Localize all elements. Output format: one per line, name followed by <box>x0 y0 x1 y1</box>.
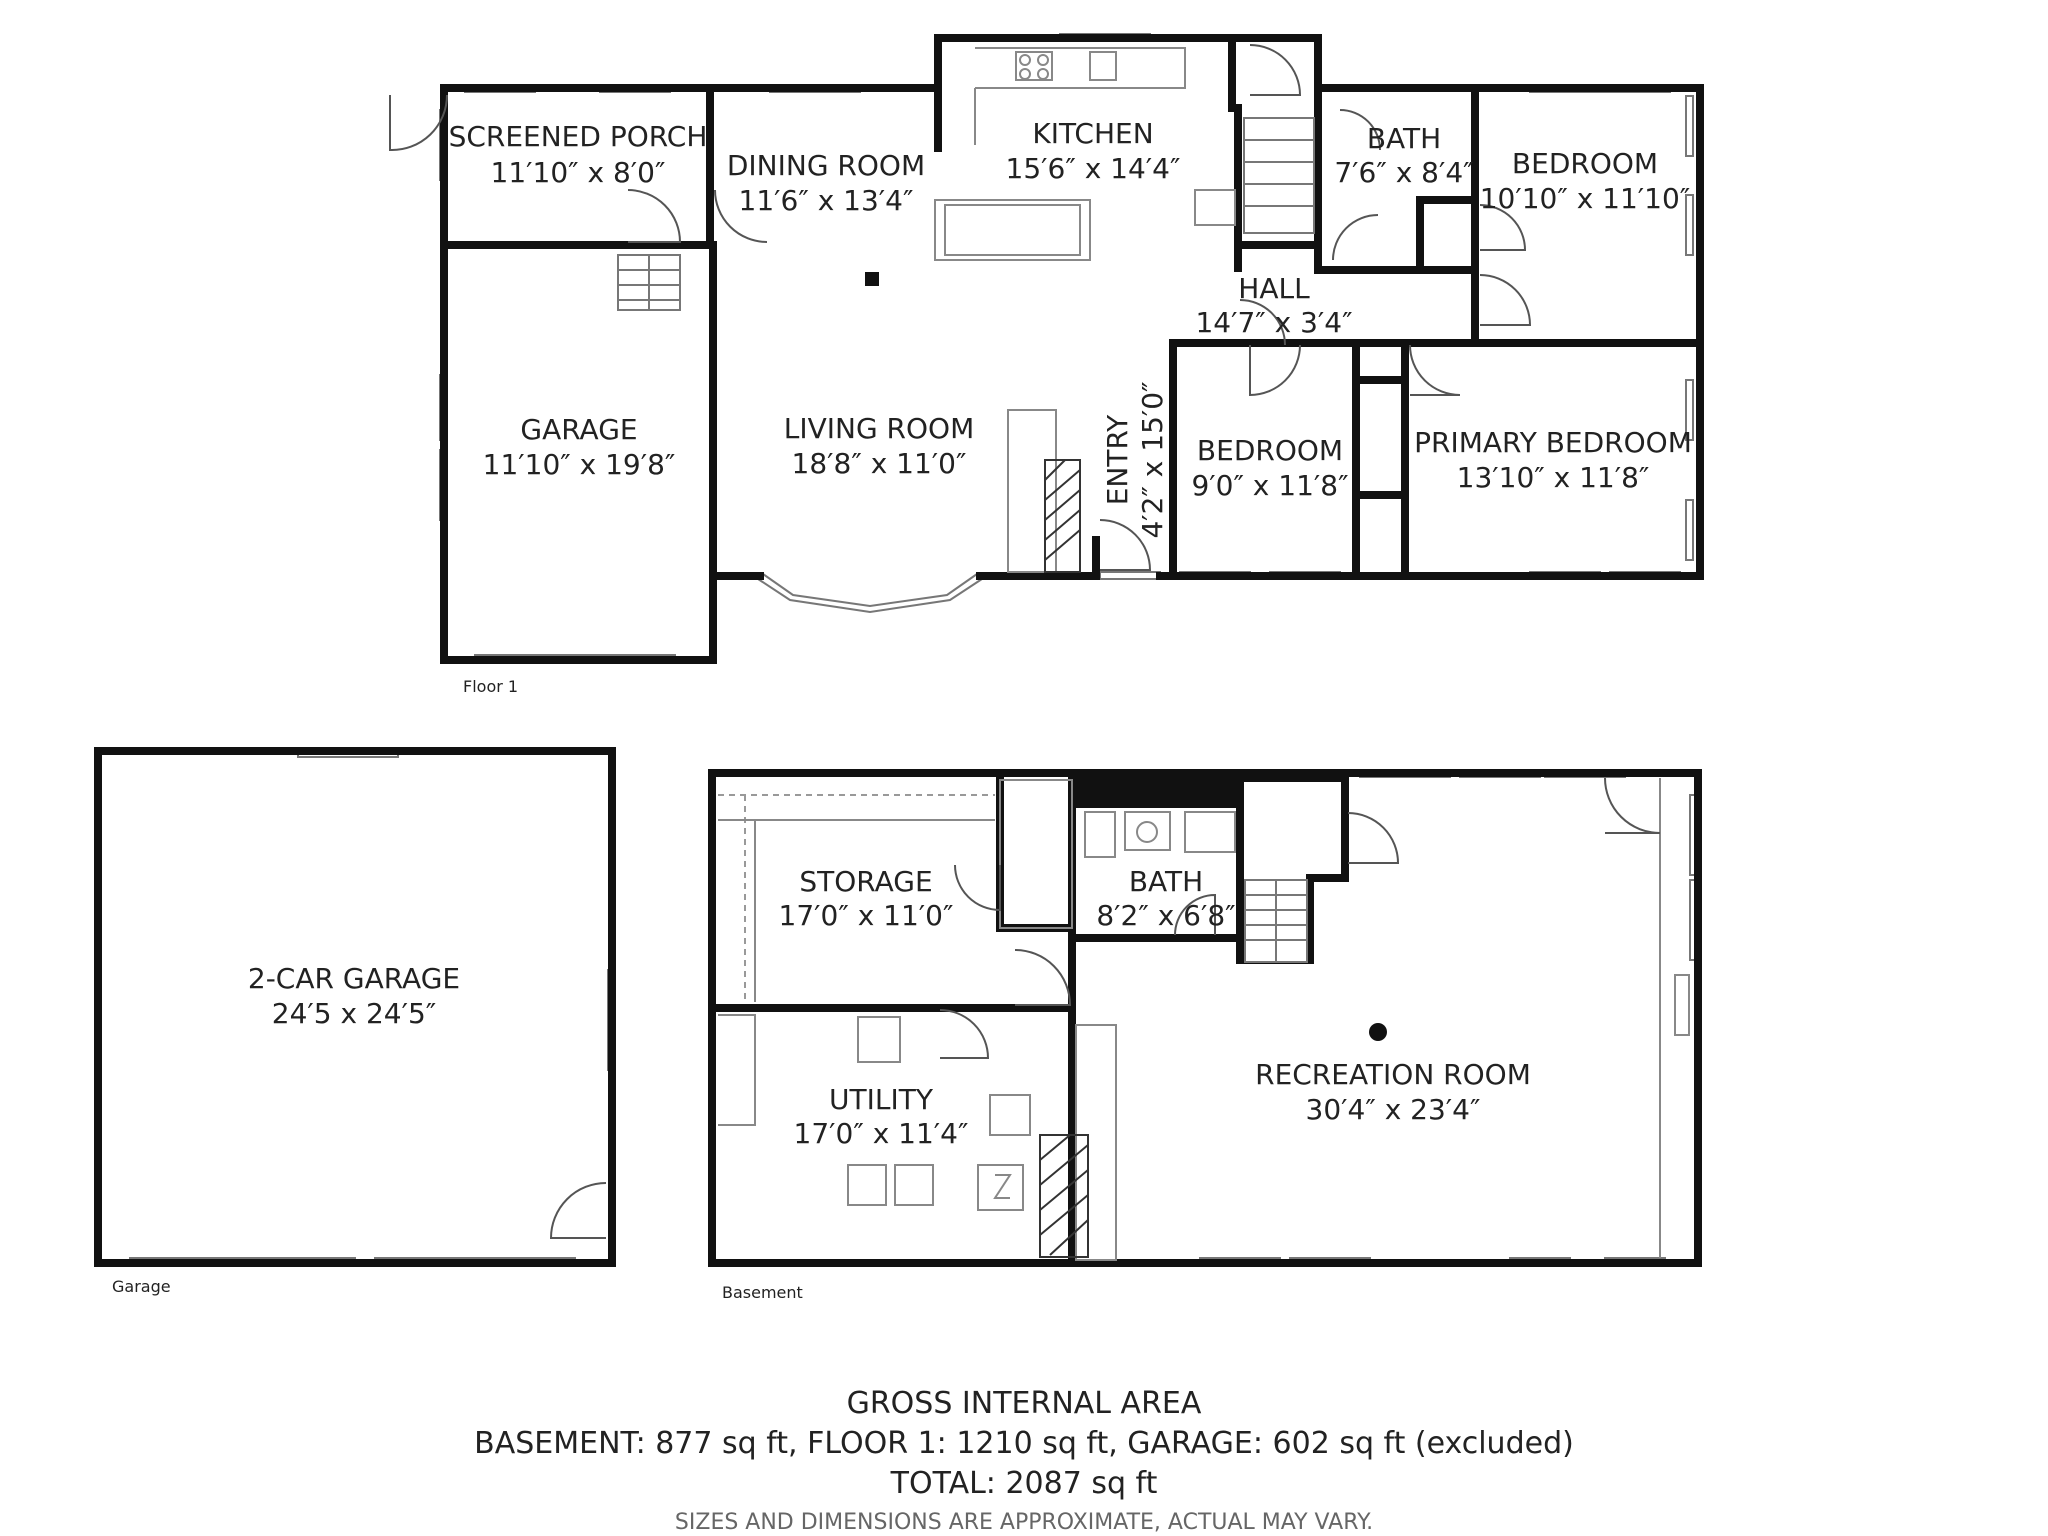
room-name-kitchen: KITCHEN <box>1032 117 1153 150</box>
room-dim-bedroom-mid: 9′0″ x 11′8″ <box>1191 469 1348 502</box>
room-name-bath-upper: BATH <box>1367 122 1441 155</box>
gross-area-title: GROSS INTERNAL AREA <box>846 1386 1202 1421</box>
room-dim-primary-bedroom: 13′10″ x 11′8″ <box>1457 461 1650 494</box>
floor1-walls <box>440 34 1704 664</box>
room-dim-recreation-room: 30′4″ x 23′4″ <box>1306 1093 1481 1126</box>
room-dim-dining-room: 11′6″ x 13′4″ <box>739 184 914 217</box>
room-dim-storage: 17′0″ x 11′0″ <box>779 899 954 932</box>
room-name-primary-bedroom: PRIMARY BEDROOM <box>1414 426 1692 459</box>
kitchen-counters <box>865 47 1236 286</box>
room-dim-utility: 17′0″ x 11′4″ <box>794 1117 969 1150</box>
disclaimer-note: SIZES AND DIMENSIONS ARE APPROXIMATE, AC… <box>674 1510 1374 1535</box>
room-dim-garage: 11′10″ x 19′8″ <box>483 448 676 481</box>
room-name-entry: ENTRY <box>1101 414 1134 505</box>
floor-label-garage: Garage <box>112 1277 171 1296</box>
basement-doors <box>939 777 1661 1059</box>
room-name-hall: HALL <box>1238 272 1310 305</box>
gross-area-total: TOTAL: 2087 sq ft <box>890 1466 1158 1501</box>
gross-area-breakdown: BASEMENT: 877 sq ft, FLOOR 1: 1210 sq ft… <box>474 1426 1574 1461</box>
room-dim-screened-porch: 11′10″ x 8′0″ <box>491 156 666 189</box>
basement-plan: STORAGE 17′0″ x 11′0″ BATH 8′2″ x 6′8″ U… <box>708 769 1702 1302</box>
room-name-storage: STORAGE <box>799 865 932 898</box>
floor1-stairs <box>617 117 1315 311</box>
floor-label-floor1: Floor 1 <box>463 677 518 696</box>
basement-fixtures <box>718 778 1690 1261</box>
floor1-fireplace <box>1007 409 1081 573</box>
room-dim-hall: 14′7″ x 3′4″ <box>1195 306 1352 339</box>
room-name-two-car-garage: 2-CAR GARAGE <box>248 962 460 995</box>
room-dim-entry: 4′2″ x 15′0″ <box>1136 381 1169 538</box>
floor1-doors <box>389 44 1532 571</box>
room-name-screened-porch: SCREENED PORCH <box>449 120 708 153</box>
room-dim-bath-basement: 8′2″ x 6′8″ <box>1096 899 1235 932</box>
basement-stairs <box>1244 879 1308 963</box>
room-name-bedroom-ne: BEDROOM <box>1512 147 1658 180</box>
room-dim-bath-upper: 7′6″ x 8′4″ <box>1334 156 1473 189</box>
room-dim-kitchen: 15′6″ x 14′4″ <box>1006 152 1181 185</box>
room-dim-two-car-garage: 24′5 x 24′5″ <box>272 997 436 1030</box>
room-dim-living-room: 18′8″ x 11′0″ <box>792 447 967 480</box>
room-name-recreation-room: RECREATION ROOM <box>1255 1058 1531 1091</box>
room-name-dining-room: DINING ROOM <box>727 149 925 182</box>
room-name-bedroom-mid: BEDROOM <box>1197 434 1343 467</box>
floor-1-plan: SCREENED PORCH 11′10″ x 8′0″ DINING ROOM… <box>389 33 1704 696</box>
floor-label-basement: Basement <box>722 1283 803 1302</box>
room-name-garage: GARAGE <box>520 413 637 446</box>
garage-plan: 2-CAR GARAGE 24′5 x 24′5″ Garage <box>94 747 616 1296</box>
basement-walls <box>708 769 1702 1267</box>
room-name-living-room: LIVING ROOM <box>784 412 975 445</box>
room-name-bath-basement: BATH <box>1129 865 1203 898</box>
room-dim-bedroom-ne: 10′10″ x 11′10″ <box>1480 182 1691 215</box>
room-name-utility: UTILITY <box>829 1083 934 1116</box>
